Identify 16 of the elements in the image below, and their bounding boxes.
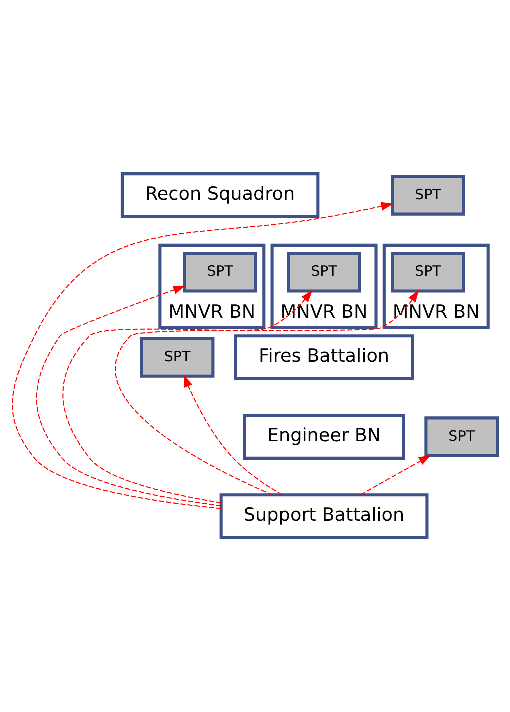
node-box: Support Battalion <box>220 494 429 540</box>
arrow <box>36 286 222 507</box>
arrow <box>12 202 394 510</box>
arrow <box>115 290 420 496</box>
node-box: Fires Battalion <box>234 334 414 380</box>
node-box: SPT <box>391 175 466 216</box>
node-box: SPT <box>183 252 258 293</box>
arrow <box>184 375 283 496</box>
node-box: SPT <box>391 252 466 293</box>
node-box: SPT <box>424 416 500 458</box>
node-box: Recon Squadron <box>120 172 320 218</box>
node-box: Engineer BN <box>243 414 406 460</box>
arrow <box>62 290 313 504</box>
node-box: SPT <box>140 337 215 378</box>
arrow <box>360 455 432 496</box>
node-box: SPT <box>287 252 362 293</box>
